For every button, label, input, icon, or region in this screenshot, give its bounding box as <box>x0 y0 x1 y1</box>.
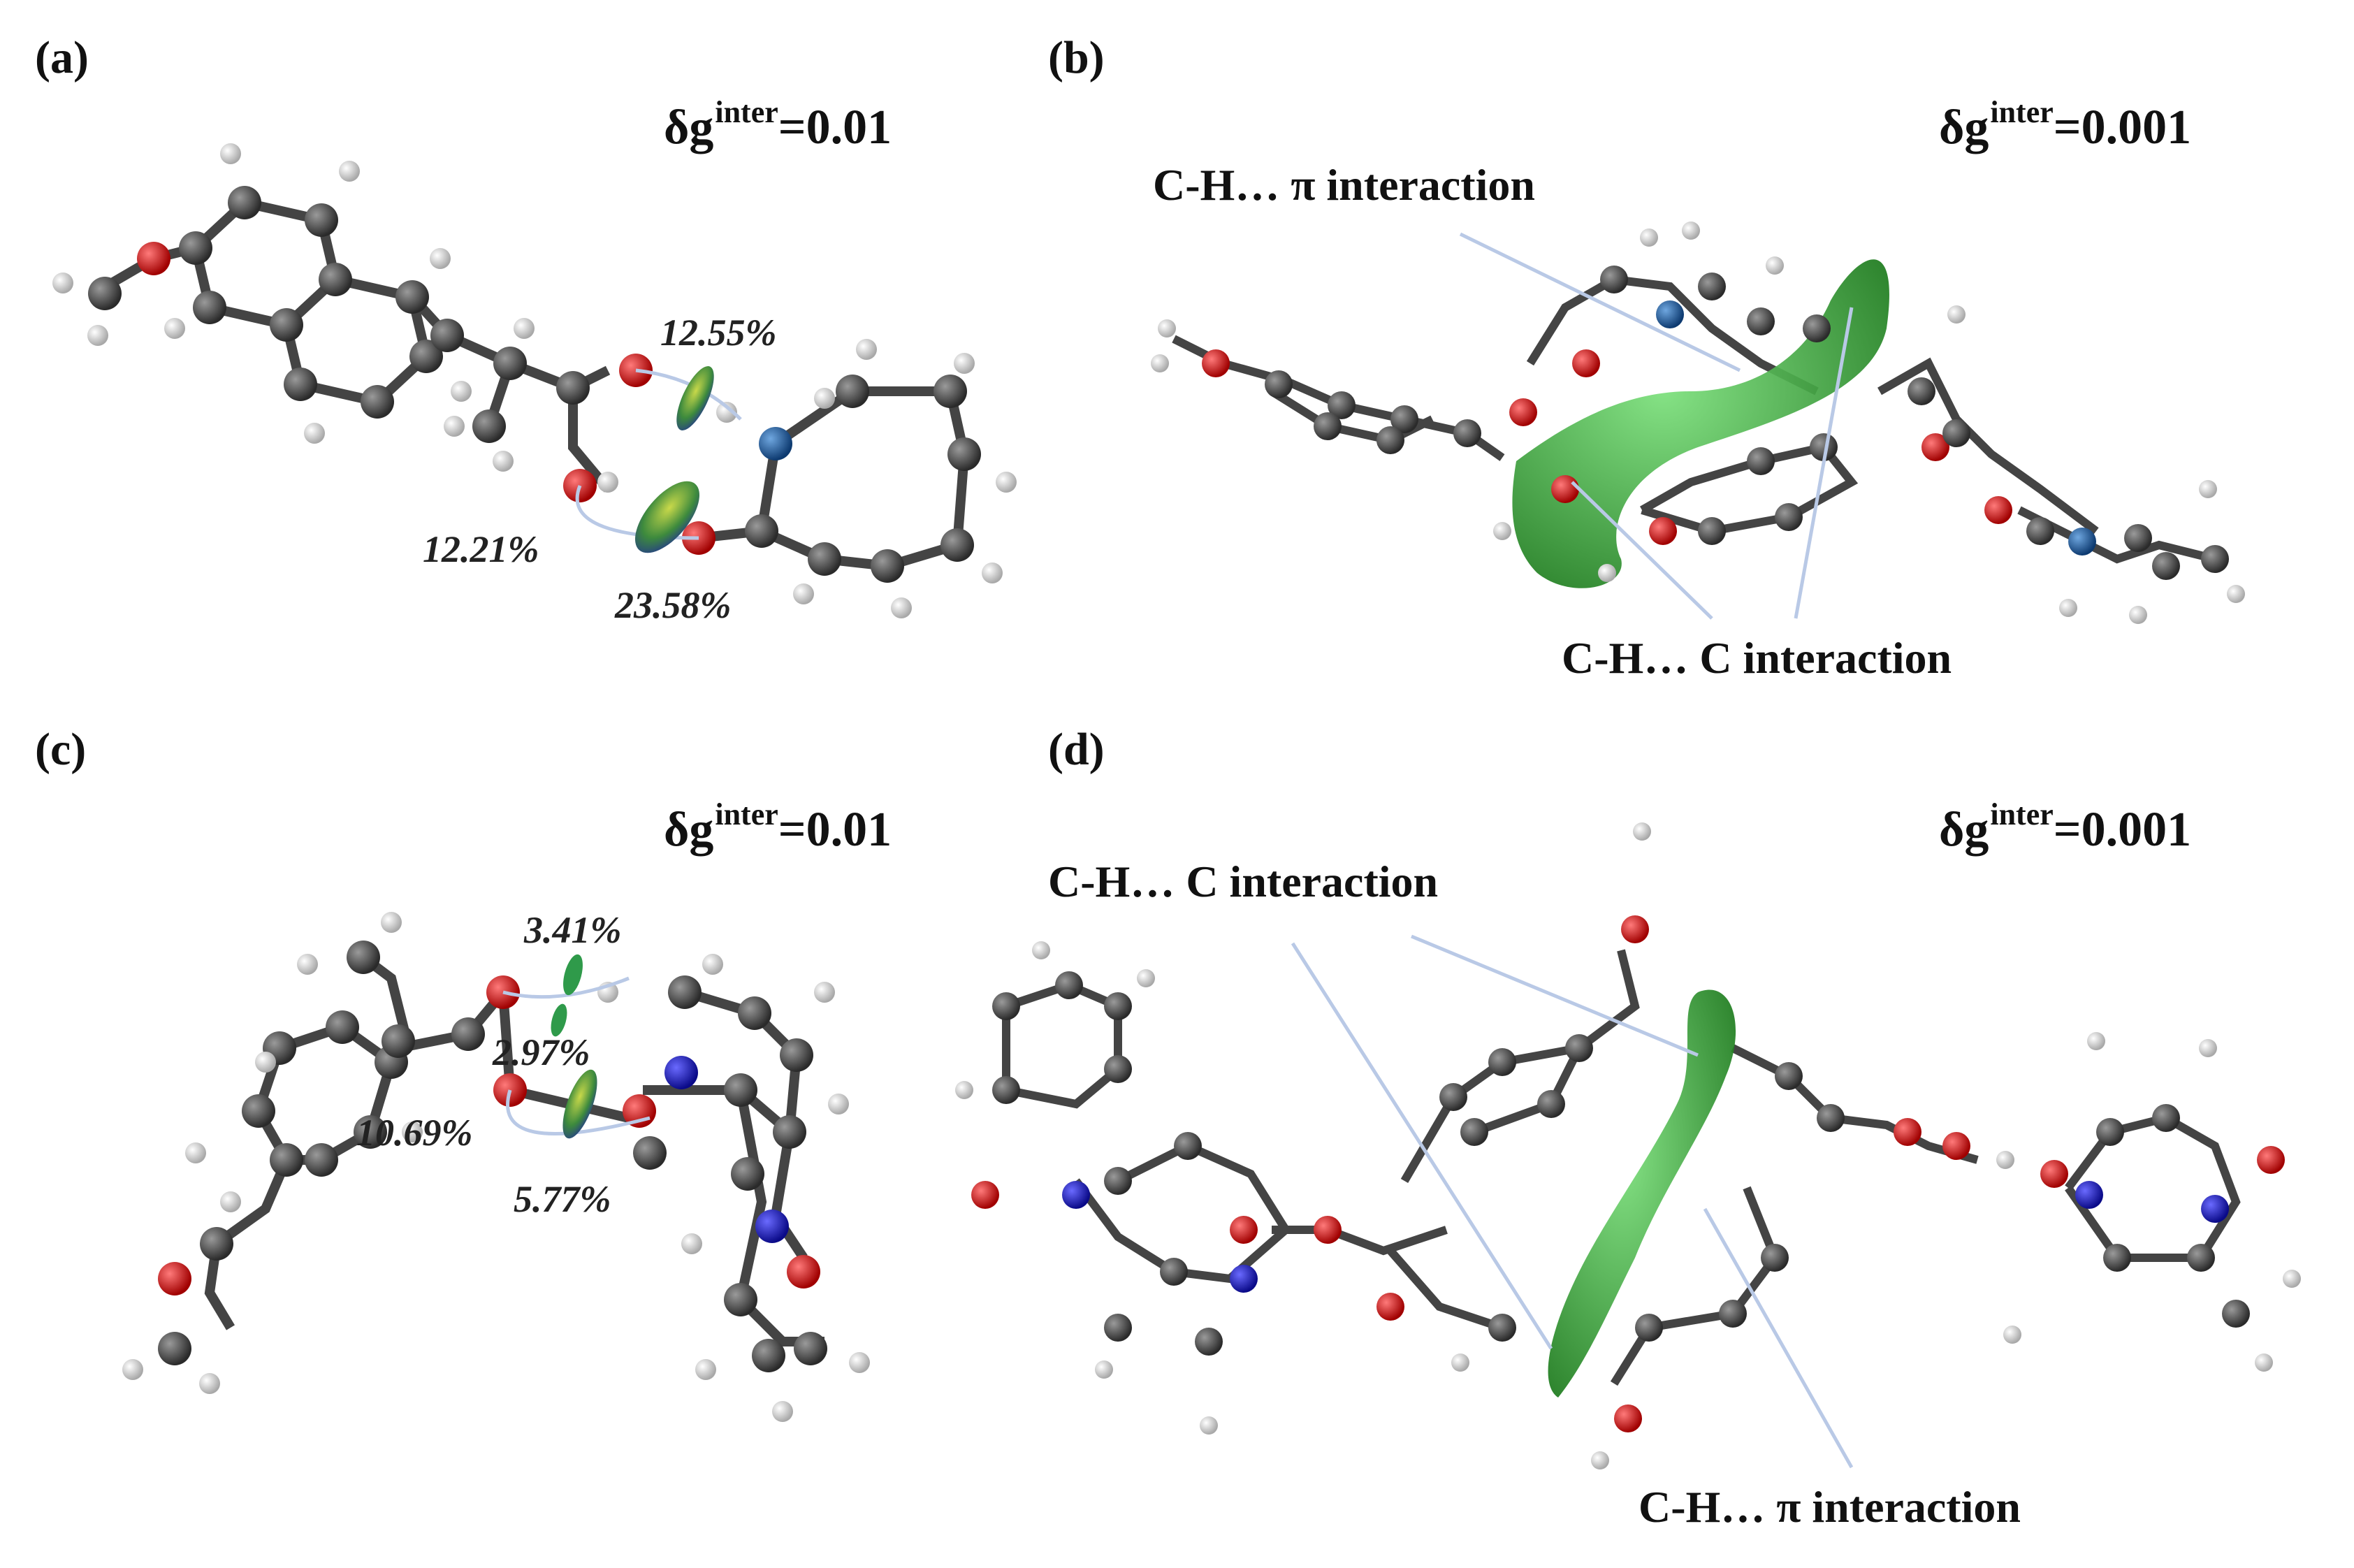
panel-label-a: (a) <box>35 32 89 83</box>
panel-label-b: (b) <box>1048 32 1105 83</box>
percentage-label: 3.41% <box>524 909 622 951</box>
delta-g-label-c: δginter=0.01 <box>664 797 892 857</box>
panel-d-guide-lines <box>1291 934 1854 1469</box>
panel-label-c: (c) <box>35 724 87 775</box>
percentage-label: 2.97% <box>493 1031 590 1073</box>
percentage-label: 23.58% <box>615 584 732 626</box>
panel-a-molecule <box>109 198 970 572</box>
delta-g-label-a: δginter=0.01 <box>664 95 892 154</box>
percentage-label: 12.55% <box>660 312 777 354</box>
percentage-label: 5.77% <box>514 1178 611 1220</box>
panel-c-molecule <box>204 953 824 1346</box>
panel-d-isosurface <box>1548 989 1736 1398</box>
panel-a-atoms <box>52 143 1017 618</box>
panel-d-atoms <box>955 822 2301 1469</box>
interaction-label: C-H… C interaction <box>1562 633 1952 683</box>
panel-b-isosurface <box>1512 259 1889 588</box>
delta-g-label-d: δginter=0.001 <box>1939 797 2192 857</box>
panel-label-d: (d) <box>1048 724 1105 775</box>
panel-c-atoms <box>122 912 870 1422</box>
interaction-label: C-H… C interaction <box>1048 857 1439 906</box>
delta-g-label-b: δginter=0.001 <box>1939 95 2192 154</box>
interaction-label: C-H… π interaction <box>1639 1482 2021 1532</box>
panel-c-nci-discs <box>502 954 651 1139</box>
panel-b-atoms <box>1151 222 2245 624</box>
percentage-label: 10.69% <box>356 1112 473 1154</box>
interaction-label: C-H… π interaction <box>1153 160 1535 210</box>
percentage-label: 12.21% <box>423 528 539 570</box>
panel-a-nci-discs <box>575 366 742 553</box>
panel-b-guide-lines <box>1459 232 1854 620</box>
